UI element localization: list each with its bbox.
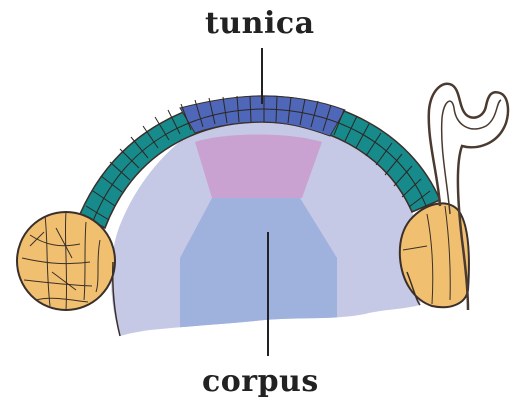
central-zone	[195, 135, 322, 199]
left-leaf-primordium	[17, 212, 115, 310]
tunica-label: tunica	[205, 6, 315, 41]
corpus-label: corpus	[202, 364, 319, 399]
